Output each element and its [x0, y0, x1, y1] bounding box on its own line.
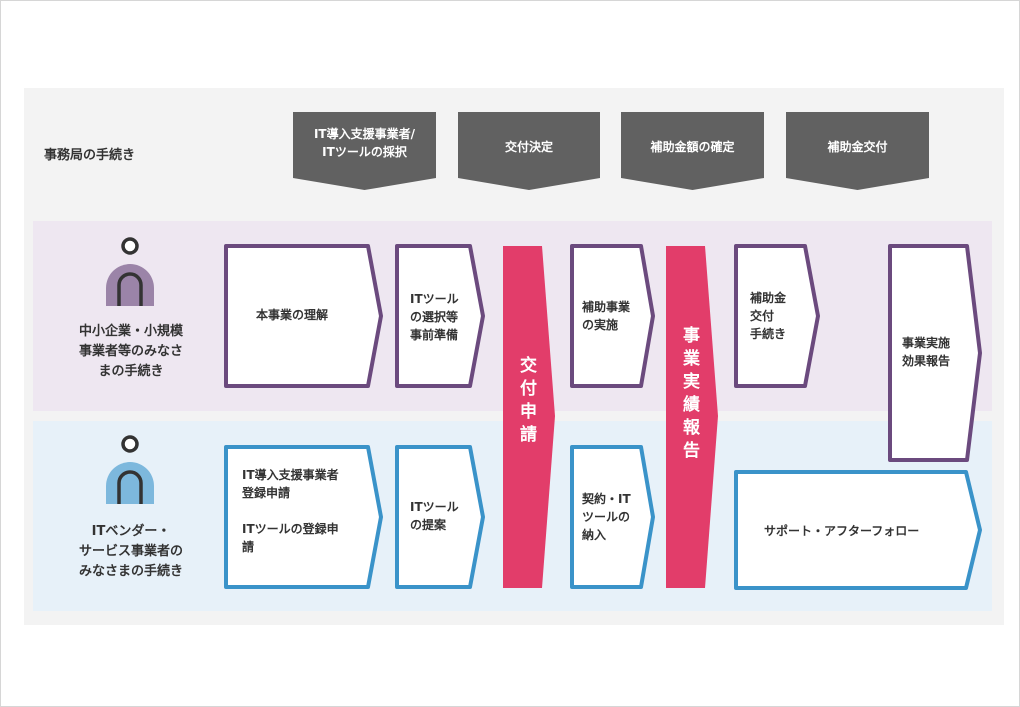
sme-step-grant-procedure: 補助金 交付 手続き [750, 291, 787, 341]
vendor-step-propose: ITツール の提案 [410, 500, 459, 532]
header-step-1: IT導入支援事業者/ ITツールの採択 [313, 127, 416, 159]
vendor-step-shape-2 [395, 445, 485, 589]
milestone-shape-1 [503, 246, 555, 588]
sme-person-icon [106, 237, 154, 306]
vendor-step-register: IT導入支援事業者 登録申請 ITツールの登録申 請 [242, 468, 339, 554]
sme-step-shape-5 [888, 244, 982, 462]
milestone-shape-2 [666, 246, 718, 588]
sme-step-shape-4 [734, 244, 820, 388]
sme-step-shape-1 [224, 244, 383, 388]
sme-step-understand: 本事業の理解 [256, 308, 329, 322]
header-step-3: 補助金額の確定 [650, 140, 735, 154]
sme-procedures-label: 中小企業・小規模 事業者等のみなさ まの手続き [78, 324, 183, 379]
sme-step-effect-report: 事業実施 効果報告 [902, 336, 951, 368]
milestone-performance-report: 事業実績報告 [679, 326, 699, 464]
header-step-4: 補助金交付 [827, 140, 888, 154]
vendor-person-icon [106, 435, 154, 504]
office-procedures-title: 事務局の手続き [44, 148, 136, 163]
vendor-step-support: サポート・アフターフォロー [764, 524, 920, 538]
vendor-step-shape-4 [734, 470, 982, 590]
header-step-shape-3 [621, 112, 764, 190]
sme-step-implement: 補助事業 の実施 [582, 300, 631, 332]
milestone-grant-application: 交付申請 [516, 356, 536, 448]
sme-step-shape-3 [570, 244, 655, 388]
vendor-step-deliver: 契約・IT ツールの 納入 [582, 492, 631, 542]
header-step-shape-1 [293, 112, 436, 190]
header-step-shape-2 [458, 112, 600, 190]
vendor-step-shape-3 [570, 445, 655, 589]
header-step-2: 交付決定 [504, 140, 553, 154]
header-step-shape-4 [786, 112, 929, 190]
sme-step-select-tool: ITツール の選択等 事前準備 [410, 292, 459, 342]
vendor-procedures-label: ITベンダー・ サービス事業者の みなさまの手続き [78, 524, 183, 579]
vendor-step-shape-1 [224, 445, 383, 589]
sme-step-shape-2 [395, 244, 485, 388]
